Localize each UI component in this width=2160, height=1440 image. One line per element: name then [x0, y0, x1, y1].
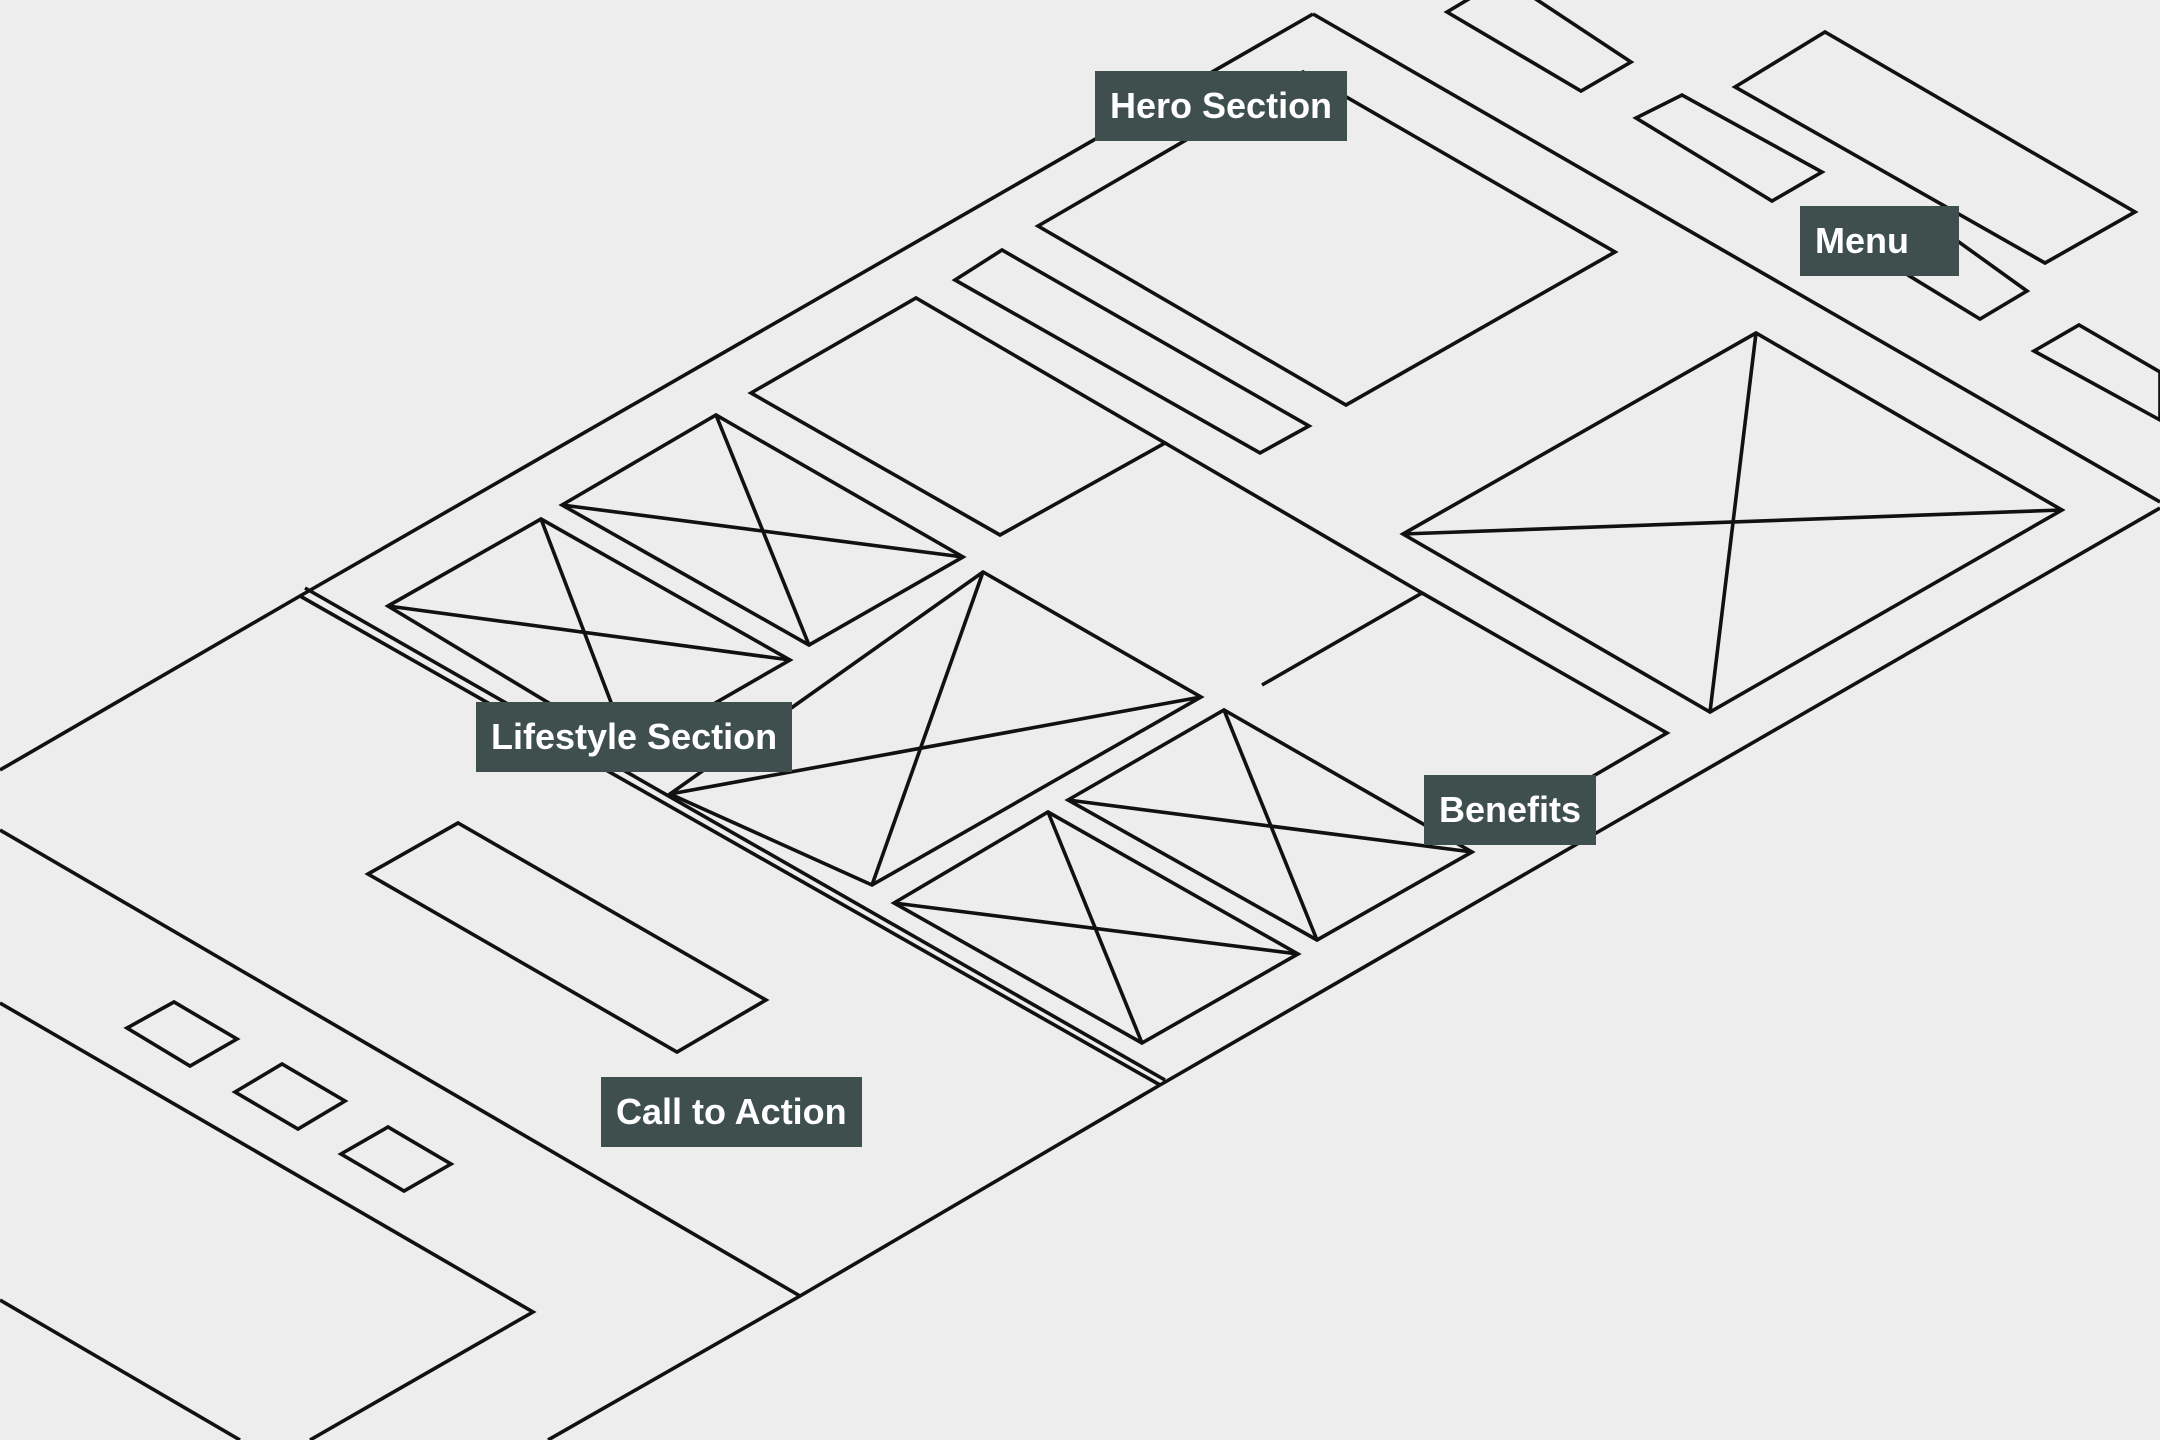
hero-card: [747, 295, 1169, 538]
cta-dot-3: [337, 1124, 455, 1194]
hero-bar: [951, 247, 1313, 456]
hero-elements: [747, 69, 1671, 787]
cta-dot-2: [231, 1061, 349, 1132]
menu-bar-4: [2030, 322, 2160, 423]
hero-image-placeholder: [1399, 330, 2066, 715]
footer-divider: [0, 828, 801, 1298]
slab-front-edge: [299, 594, 1161, 1087]
slab-right-edge: [1159, 506, 2160, 1087]
benefits-image-2: [890, 809, 1302, 1046]
hero-divider-a: [1164, 441, 1426, 687]
page-slab: [0, 12, 2160, 1087]
cta-dot-1: [123, 999, 241, 1069]
slab-top-edge: [1312, 12, 2160, 504]
footer-box: [0, 1001, 537, 1440]
footer-slab: [0, 828, 1161, 1440]
menu-panel: [1731, 29, 2139, 266]
lifestyle-image-3: [666, 569, 1205, 888]
slab-front-edge-double: [304, 586, 1166, 1082]
hero-divider-b: [1421, 591, 1671, 787]
label-menu: Menu: [1800, 206, 1959, 276]
menu-bar-1: [1443, 0, 1635, 94]
label-call-to-action: Call to Action: [601, 1077, 862, 1147]
label-benefits: Benefits: [1424, 775, 1597, 845]
cta-elements: [123, 820, 770, 1194]
menu-elements: [1443, 0, 2160, 423]
label-hero-section: Hero Section: [1095, 71, 1348, 141]
cta-button-bar: [364, 820, 770, 1055]
benefits-image-1: [1064, 707, 1476, 943]
lifestyle-image-1: [558, 412, 967, 648]
menu-bar-2: [1632, 92, 1826, 204]
label-lifestyle-section: Lifestyle Section: [476, 702, 793, 772]
footer-bar: [0, 1298, 241, 1440]
